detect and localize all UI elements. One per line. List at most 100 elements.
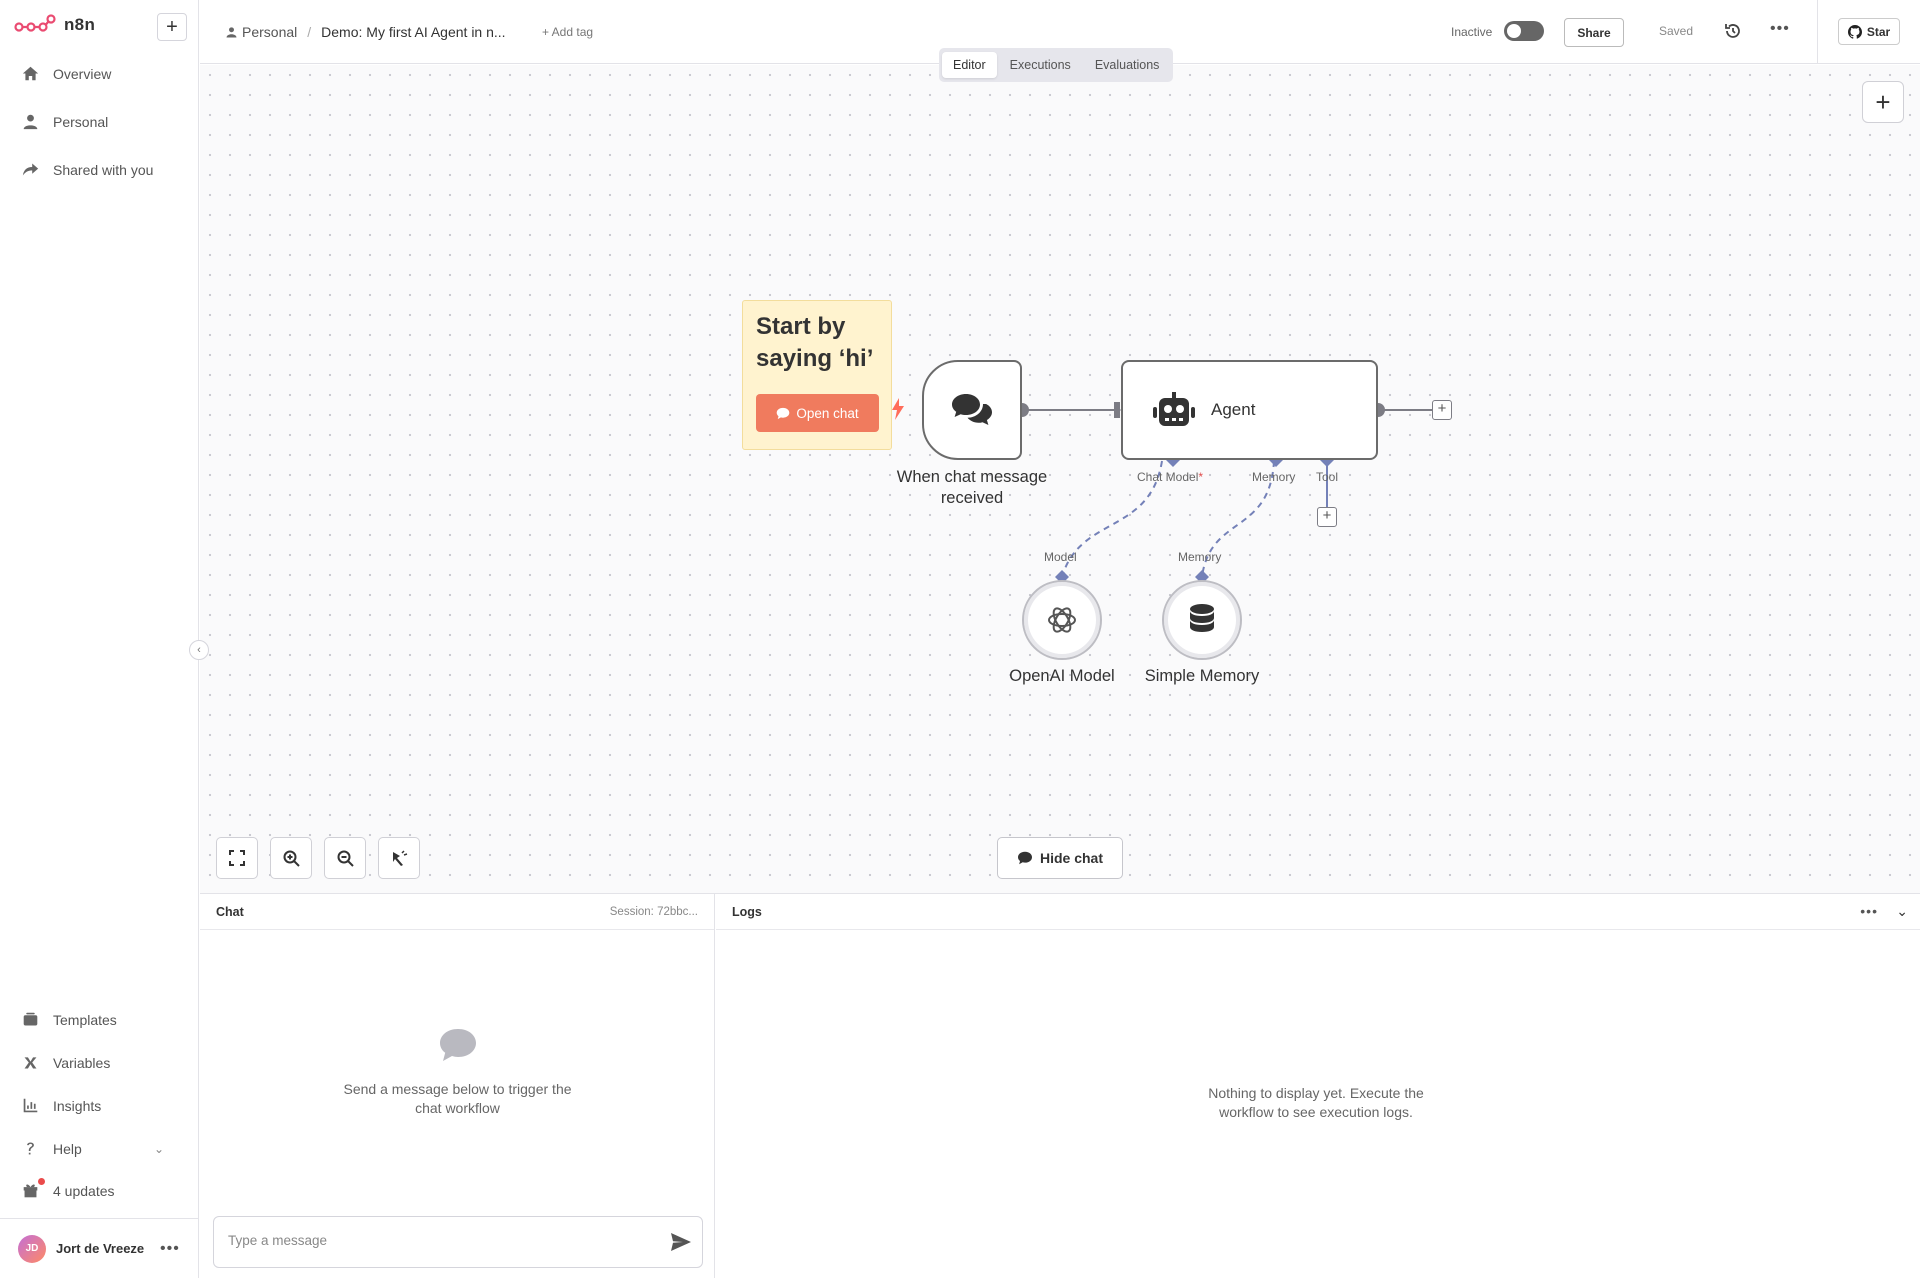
port-label-model: Model <box>1044 550 1077 564</box>
help-icon <box>27 1142 34 1155</box>
node-label: When chat message received <box>896 468 1048 507</box>
input-handle <box>1114 402 1120 418</box>
add-tag-button[interactable]: + Add tag <box>542 25 594 39</box>
sidebar-item-updates[interactable]: 4 updates <box>22 1178 115 1199</box>
active-status-label: Inactive <box>1451 25 1493 39</box>
github-icon <box>1847 24 1862 39</box>
zoom-out-button[interactable] <box>324 837 366 879</box>
gift-icon <box>22 1178 45 1199</box>
sidebar-item-personal[interactable]: Personal <box>22 113 108 130</box>
port-label-memory: Memory <box>1252 470 1296 484</box>
required-marker: * <box>1198 470 1204 484</box>
add-node-button[interactable]: + <box>1862 81 1904 123</box>
sidebar-item-label: 4 updates <box>53 1182 115 1199</box>
chat-bubble-icon <box>440 1029 476 1061</box>
chat-empty-message: Send a message below to trigger the chat… <box>343 1081 572 1116</box>
more-options-icon[interactable]: ••• <box>1770 20 1790 37</box>
broom-icon <box>392 849 407 866</box>
sidebar-item-label: Templates <box>53 1011 117 1028</box>
hide-chat-label: Hide chat <box>1039 850 1103 866</box>
breadcrumb: Personal / Demo: My first AI Agent in n.… <box>226 24 506 40</box>
chat-message-input[interactable] <box>228 1233 648 1248</box>
logs-panel: Logs ••• ⌄ Nothing to display yet. Execu… <box>716 894 1920 1278</box>
workflow-name[interactable]: Demo: My first AI Agent in n... <box>321 24 506 40</box>
sidebar-item-variables[interactable]: Variables <box>22 1054 110 1071</box>
chevron-down-icon: ⌄ <box>154 1141 165 1156</box>
chat-bubble-icon <box>777 407 790 419</box>
user-menu-icon[interactable]: ••• <box>160 1239 180 1257</box>
sidebar-item-label: Shared with you <box>53 161 154 178</box>
breadcrumb-project[interactable]: Personal <box>226 24 297 40</box>
sidebar-item-label: Help <box>53 1140 82 1157</box>
node-label: Agent <box>1211 400 1256 419</box>
user-name: Jort de Vreeze <box>56 1241 145 1256</box>
connection-memory <box>1201 460 1275 578</box>
collapse-sidebar-button[interactable]: ‹ <box>189 640 209 660</box>
zoom-in-button[interactable] <box>270 837 312 879</box>
node-openai-model[interactable] <box>1022 580 1102 660</box>
sidebar-item-insights[interactable]: Insights <box>22 1097 101 1114</box>
sidebar-item-help[interactable]: Help ⌄ <box>22 1140 164 1157</box>
sidebar-item-overview[interactable]: Overview <box>22 65 111 82</box>
send-icon[interactable] <box>670 1232 692 1252</box>
open-chat-label: Open chat <box>796 405 859 421</box>
logo[interactable]: n8n <box>14 14 95 36</box>
session-id[interactable]: Session: 72bbc... <box>609 906 698 918</box>
sidebar-item-templates[interactable]: Templates <box>22 1011 117 1028</box>
chat-input-box[interactable] <box>213 1216 703 1268</box>
panel-title: Logs <box>732 905 762 919</box>
more-options-icon[interactable]: ••• <box>1860 903 1878 919</box>
port-label-memory-sub: Memory <box>1178 550 1222 564</box>
templates-icon <box>23 1012 38 1026</box>
openai-icon <box>1048 607 1076 633</box>
logs-empty-message: Nothing to display yet. Execute the work… <box>1208 1085 1424 1120</box>
sidebar-item-label: Variables <box>53 1054 111 1071</box>
hide-chat-button[interactable]: Hide chat <box>997 837 1123 879</box>
workflow-canvas[interactable]: + Start by saying ‘hi’ Open chat <box>200 65 1920 893</box>
node-label: OpenAI Model <box>1009 667 1115 685</box>
sticky-note[interactable]: Start by saying ‘hi’ Open chat <box>742 300 892 450</box>
share-button[interactable]: Share <box>1564 18 1624 47</box>
logs-panel-header: Logs ••• ⌄ <box>716 894 1920 930</box>
fullscreen-icon <box>229 850 245 866</box>
toggle-knob <box>1507 24 1521 38</box>
brand-name: n8n <box>64 15 96 34</box>
tab-executions[interactable]: Executions <box>1009 58 1071 72</box>
chat-bubble-icon <box>1017 851 1032 865</box>
bottom-panels: Chat Session: 72bbc... Send a message be… <box>200 893 1920 1278</box>
robot-icon <box>1153 392 1195 426</box>
node-agent[interactable]: Agent <box>1121 360 1378 460</box>
zoom-in-icon <box>283 850 300 867</box>
tab-evaluations[interactable]: Evaluations <box>1094 58 1160 72</box>
history-icon[interactable] <box>1723 21 1743 41</box>
chat-bubbles-icon <box>952 394 992 425</box>
fit-view-button[interactable] <box>216 837 258 879</box>
avatar: JD <box>18 1234 46 1263</box>
create-new-button[interactable]: + <box>157 13 187 41</box>
github-star-button[interactable]: Star <box>1838 18 1900 45</box>
chevron-down-icon[interactable]: ⌄ <box>1896 903 1908 919</box>
add-tool-button[interactable]: + <box>1317 507 1337 527</box>
open-chat-button[interactable]: Open chat <box>756 394 879 432</box>
connection-model <box>1061 460 1163 578</box>
tab-editor[interactable]: Editor <box>942 52 997 78</box>
saved-status: Saved <box>1659 24 1694 38</box>
sidebar-item-label: Insights <box>53 1097 102 1114</box>
variables-icon <box>24 1057 37 1069</box>
user-icon <box>226 27 237 38</box>
sidebar-item-shared[interactable]: Shared with you <box>22 161 153 178</box>
node-simple-memory[interactable] <box>1162 580 1242 660</box>
share-icon <box>22 163 39 176</box>
database-icon <box>1190 604 1214 632</box>
node-label: Simple Memory <box>1144 667 1260 685</box>
zoom-out-icon <box>337 850 354 867</box>
add-next-node-button[interactable]: + <box>1432 400 1452 420</box>
home-icon <box>22 66 39 81</box>
port-label-text: Chat Model <box>1137 470 1199 484</box>
user-profile[interactable]: JD Jort de Vreeze ••• <box>0 1218 199 1278</box>
tidy-up-button[interactable] <box>378 837 420 879</box>
node-chat-trigger[interactable] <box>922 360 1022 460</box>
sticky-title: Start by saying ‘hi’ <box>756 313 874 373</box>
port-label-tool: Tool <box>1316 470 1339 484</box>
active-toggle[interactable] <box>1504 21 1544 41</box>
